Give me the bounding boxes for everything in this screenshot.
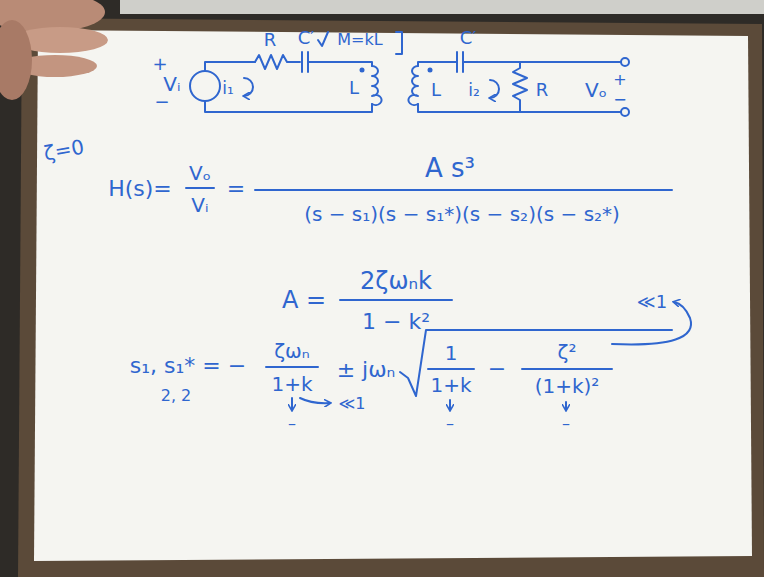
equation-term: 1+k [271,374,312,394]
polarity-dot [360,68,365,73]
equation-strokes [186,188,691,410]
component-label: C′ [298,29,315,47]
annotation-mark: – [446,416,454,432]
component-label: L [431,81,441,99]
equation-term: (1+k)² [535,376,600,396]
terminal [621,108,629,116]
annotation-note: 2, 2 [161,388,192,404]
current-arrow [244,78,253,96]
equation-term: − [488,358,506,380]
voltage-source-symbol [190,71,220,101]
equation-term: (s − s₁)(s − s₁*)(s − s₂)(s − s₂*) [304,204,620,224]
equation-term: A s³ [425,155,475,181]
annotation-note: ≪1 [637,293,667,311]
fraction-bar [266,366,318,368]
inductor-symbol [408,66,418,105]
square-root-sign [400,330,672,396]
fraction-bar [186,187,214,189]
equation-term: s₁, s₁* = − [130,355,246,377]
check-mark [318,32,328,46]
equation-term: ζ² [558,342,577,362]
equation-term: 1+k [430,375,471,395]
wire [418,62,457,66]
arrow [291,398,293,410]
arrow [565,402,567,410]
polarity-dot [428,68,433,73]
fraction-bar [428,368,474,370]
equation-term: Vₒ [189,163,211,183]
board-frame [18,18,764,577]
component-label: M=kL [337,32,382,48]
resistor-symbol [513,62,527,112]
equation-term: ± jωₙ [337,359,396,381]
fraction-bar [522,368,612,370]
equation-term: 2ζωₙk [360,269,432,293]
bracket [396,32,402,54]
equation-term: A = [282,288,326,312]
equation-term: H(s)= [108,178,172,200]
polarity-sign: − [613,92,626,108]
wire [463,61,621,63]
fraction-bar [340,299,452,301]
annotation-note: ≪1 [339,396,366,412]
component-label: R [264,31,277,49]
equation-term: 1 [445,343,458,363]
wire [205,62,255,71]
equation-term: ζωₙ [274,341,310,361]
polarity-sign: − [154,93,169,111]
annotation-mark: – [288,416,296,432]
component-label: C′ [460,29,477,47]
signal-name: Vₒ [585,80,607,100]
wall [120,0,764,14]
equation-term: 1 − k² [362,311,430,333]
signal-name: Vᵢ [163,74,180,94]
wire [418,104,621,112]
inductor-symbol [372,66,382,105]
arrow [300,398,330,403]
component-label: L [349,79,359,97]
polarity-sign: + [613,72,626,88]
dots [360,68,433,73]
current-arrow [490,80,499,98]
hand [0,0,108,100]
current-label: i₂ [468,82,480,99]
equation-term: Vᵢ [191,195,208,215]
annotation-mark: – [562,416,570,432]
polarity-sign: + [152,55,167,73]
wire [308,62,372,66]
terminal [621,58,629,66]
wire [205,101,372,112]
paper-sheet [34,30,752,561]
arrow [449,400,451,410]
current-label: i₁ [222,80,234,97]
resistor-symbol [255,55,300,69]
circuit [190,32,629,116]
condition-note: ζ=0 [42,137,85,164]
fraction-bar [255,189,672,191]
equation-term: = [227,178,245,200]
component-label: R [536,81,549,99]
